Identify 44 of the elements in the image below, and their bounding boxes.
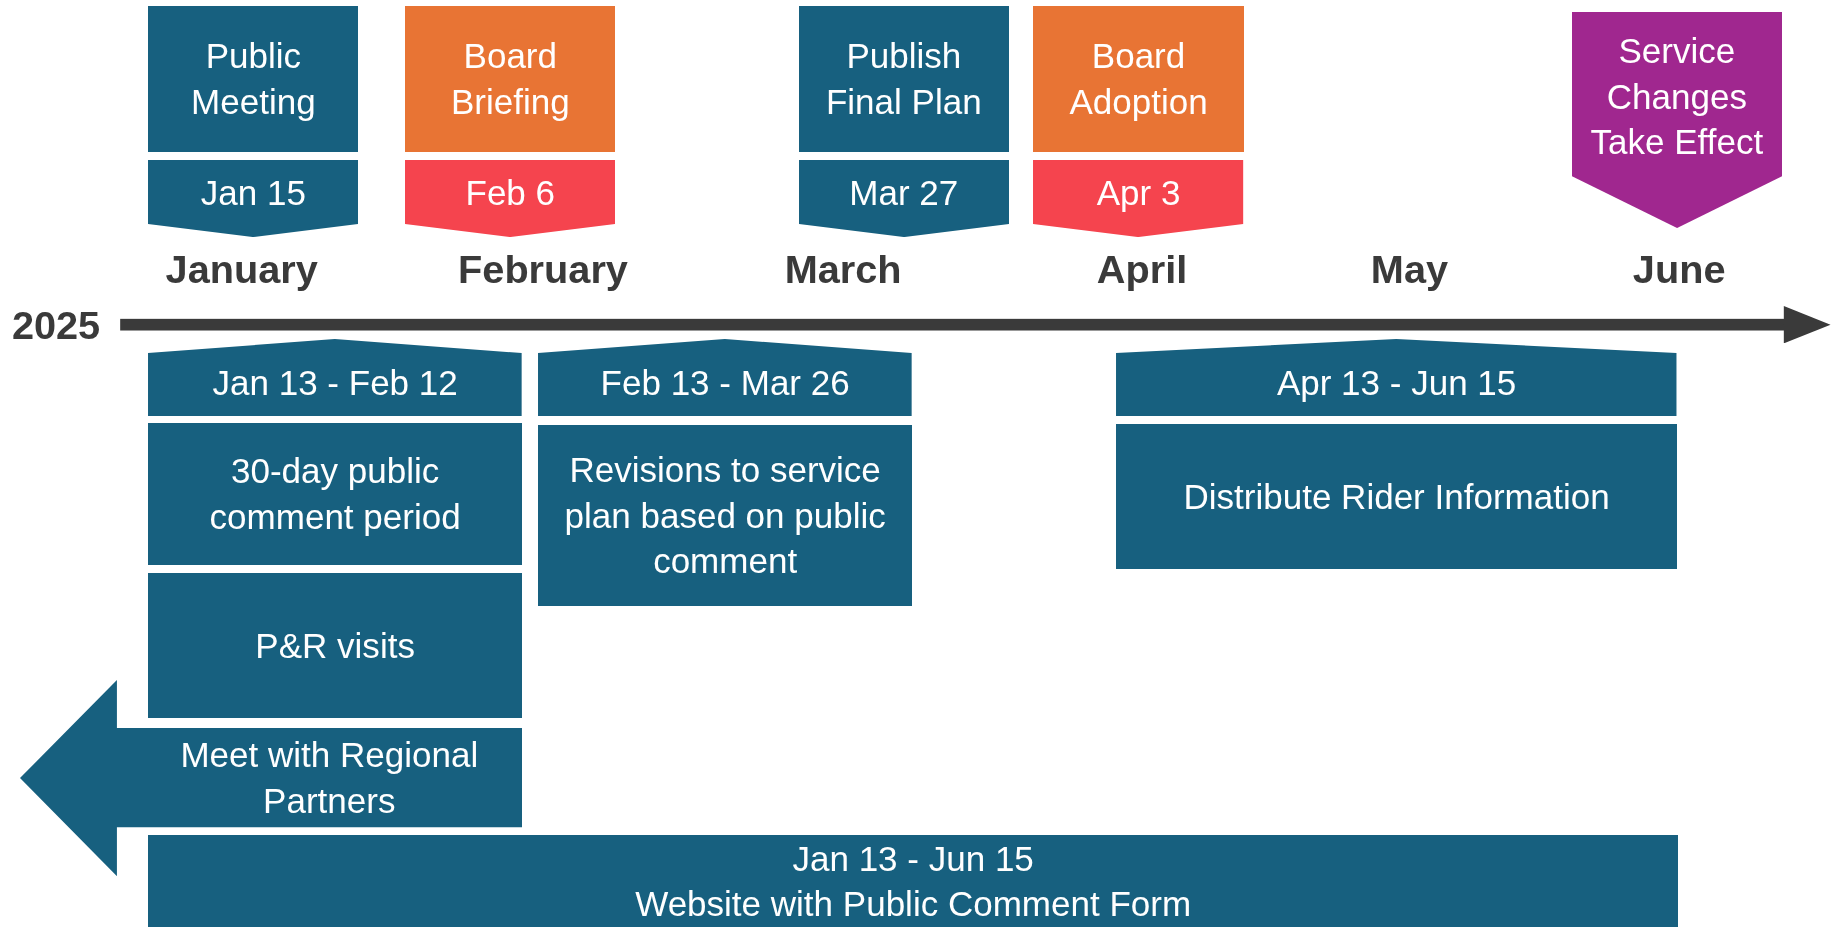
activity-box xyxy=(538,425,912,607)
box-label: Apr 3 xyxy=(1095,171,1182,214)
month-label: June xyxy=(1632,246,1726,292)
box-label: Service Changes Take Effect xyxy=(1589,30,1765,164)
date-tag xyxy=(1033,159,1244,238)
arrow-callout xyxy=(19,679,522,876)
box-label: Board Adoption xyxy=(1068,35,1209,123)
date-range-tab xyxy=(538,338,912,416)
box-label: Publish Final Plan xyxy=(824,35,983,123)
box-label: Feb 13 - Mar 26 xyxy=(599,362,851,405)
box-label: Board Briefing xyxy=(449,35,571,123)
month-label: May xyxy=(1370,246,1449,292)
date-tag xyxy=(405,159,616,238)
box-label: Mar 27 xyxy=(848,171,960,214)
box-label: Feb 6 xyxy=(464,171,557,214)
box-label: Meet with Regional Partners xyxy=(179,734,480,822)
event-box xyxy=(798,5,1009,152)
date-range-tab xyxy=(148,338,522,416)
date-range-text: Jan 13 - Jun 15 xyxy=(791,837,1035,880)
activity-box xyxy=(148,573,522,719)
event-box xyxy=(405,5,616,152)
date-tag xyxy=(148,159,359,238)
event-box xyxy=(148,5,359,152)
milestone-callout xyxy=(1571,11,1782,228)
box-label: P&R visits xyxy=(254,624,416,667)
box-label: Jan 13 - Feb 12 xyxy=(211,362,459,405)
box-label: Jan 15 xyxy=(199,171,307,214)
box-label: Distribute Rider Information xyxy=(1182,475,1611,518)
date-tag xyxy=(798,159,1009,238)
date-range-tab xyxy=(1116,338,1677,416)
month-label: April xyxy=(1096,246,1188,292)
activity-box xyxy=(148,422,522,566)
year-label: 2025 xyxy=(11,302,101,348)
month-label: March xyxy=(784,246,902,292)
box-label: Revisions to service plan based on public comment xyxy=(563,449,887,583)
event-box xyxy=(1033,5,1244,152)
box-label: Apr 13 - Jun 15 xyxy=(1275,362,1518,405)
box-label: Website with Public Comment Form xyxy=(634,883,1193,926)
month-label: February xyxy=(458,246,628,292)
box-label: Public Meeting xyxy=(190,35,317,123)
banner-box xyxy=(148,834,1678,927)
activity-box xyxy=(1116,423,1677,569)
box-label: 30-day public comment period xyxy=(208,450,462,538)
month-label: January xyxy=(165,246,318,292)
